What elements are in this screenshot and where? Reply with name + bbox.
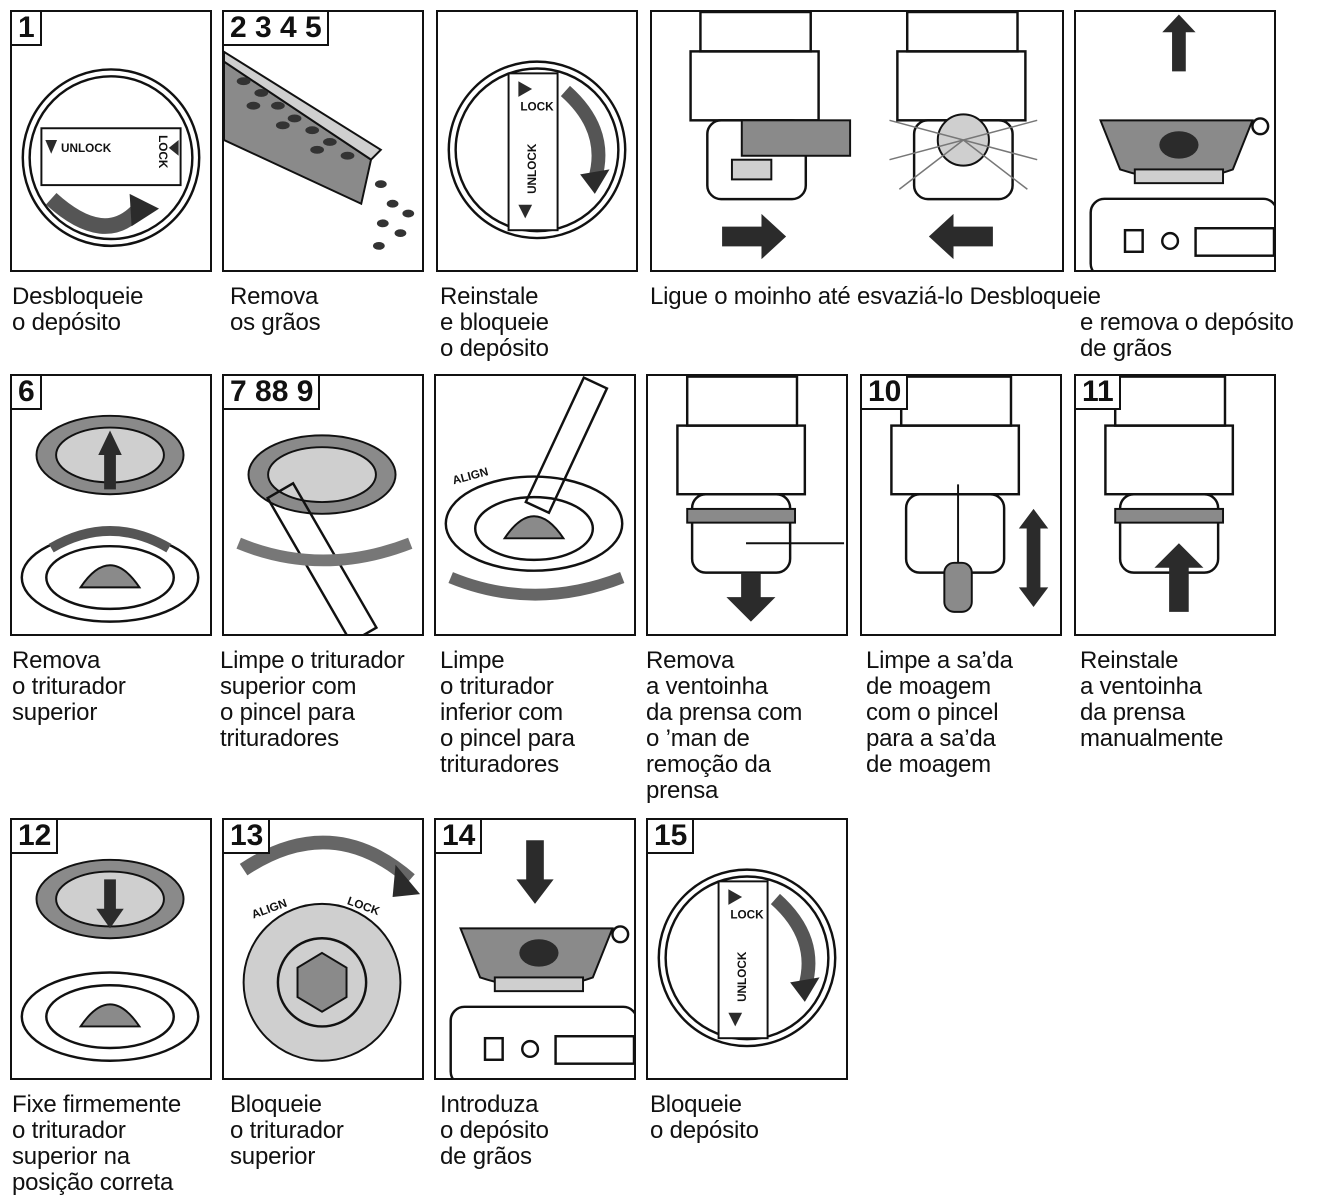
burr-icon — [20, 414, 200, 623]
step-caption: Reinstale a ventoinha da prensa manualme… — [1080, 647, 1224, 752]
step-caption: Remova a ventoinha da prensa com o ’man … — [646, 647, 803, 804]
brush-icon — [890, 376, 1049, 613]
step-caption: e remova o depósito de grãos — [1080, 309, 1294, 362]
step-number: 14 — [436, 820, 483, 854]
step-panel-4 — [650, 10, 1064, 272]
step-number: 7 88 9 — [224, 376, 321, 410]
step-caption: Bloqueie o triturador superior — [230, 1091, 344, 1170]
step-number: 15 — [648, 820, 695, 854]
step-caption: Fixe firmemente o triturador superior na… — [12, 1091, 182, 1196]
brush-icon: ALIGN — [444, 376, 625, 601]
beans-icon — [224, 50, 415, 250]
step-caption: Remova o triturador superior — [12, 647, 126, 726]
step-panel-7: 7 88 9 — [222, 374, 424, 636]
step-panel-15: 15 LOCK UNLOCK — [646, 818, 848, 1080]
step-caption: Ligue o moinho até esvaziá-lo Desbloquei… — [650, 283, 1101, 310]
step-caption: Remova os grãos — [230, 283, 321, 336]
step-panel-11: 11 — [1074, 374, 1276, 636]
step-number: 13 — [224, 820, 271, 854]
step-caption: Limpe o triturador inferior com o pincel… — [440, 647, 575, 778]
brush-icon — [236, 434, 413, 634]
step-panel-9 — [646, 374, 848, 636]
step-panel-8: ALIGN — [434, 374, 636, 636]
lock-dial-icon: LOCK UNLOCK — [657, 868, 837, 1048]
grinder-icon — [676, 376, 845, 622]
unlock-text: UNLOCK — [736, 951, 749, 1002]
step-panel-13: 13 ALIGN LOCK — [222, 818, 424, 1080]
step-panel-5 — [1074, 10, 1276, 272]
step-panel-6: 6 — [10, 374, 212, 636]
step-panel-14: 14 — [434, 818, 636, 1080]
unlock-dial-icon: UNLOCK LOCK — [21, 68, 201, 248]
burr-icon: ALIGN LOCK — [239, 835, 421, 1062]
step-number: 11 — [1076, 376, 1121, 410]
lock-text: LOCK — [730, 909, 764, 922]
step-number: 2 3 4 5 — [224, 12, 329, 46]
step-panel-2: 2 3 4 5 — [222, 10, 424, 272]
step-caption: Bloqueie o depósito — [650, 1091, 759, 1144]
step-number: 12 — [12, 820, 59, 854]
step-caption: Limpe o triturador superior com o pincel… — [220, 647, 405, 752]
step-number: 6 — [12, 376, 42, 410]
grinder-icon — [689, 12, 1038, 260]
step-panel-1: 1 UNLOCK LOCK — [10, 10, 212, 272]
step-panel-10: 10 — [860, 374, 1062, 636]
grinder-icon — [1104, 376, 1235, 612]
lock-text: LOCK — [156, 135, 169, 169]
step-caption: Reinstale e bloqueie o depósito — [440, 283, 549, 362]
step-caption: Introduza o depósito de grãos — [440, 1091, 549, 1170]
step-caption: Limpe a sa’da de moagem com o pincel par… — [866, 647, 1013, 778]
step-panel-3: LOCK UNLOCK — [436, 10, 638, 272]
unlock-text: UNLOCK — [526, 143, 539, 194]
unlock-text: UNLOCK — [61, 142, 112, 155]
step-number: 1 — [12, 12, 42, 46]
burr-icon — [20, 858, 200, 1062]
hopper-icon — [449, 840, 634, 1078]
step-number: 10 — [862, 376, 909, 410]
lock-dial-icon: LOCK UNLOCK — [447, 60, 627, 240]
step-caption: Desbloqueie o depósito — [12, 283, 144, 336]
hopper-icon — [1089, 14, 1274, 270]
step-panel-12: 12 — [10, 818, 212, 1080]
lock-text: LOCK — [520, 101, 554, 114]
